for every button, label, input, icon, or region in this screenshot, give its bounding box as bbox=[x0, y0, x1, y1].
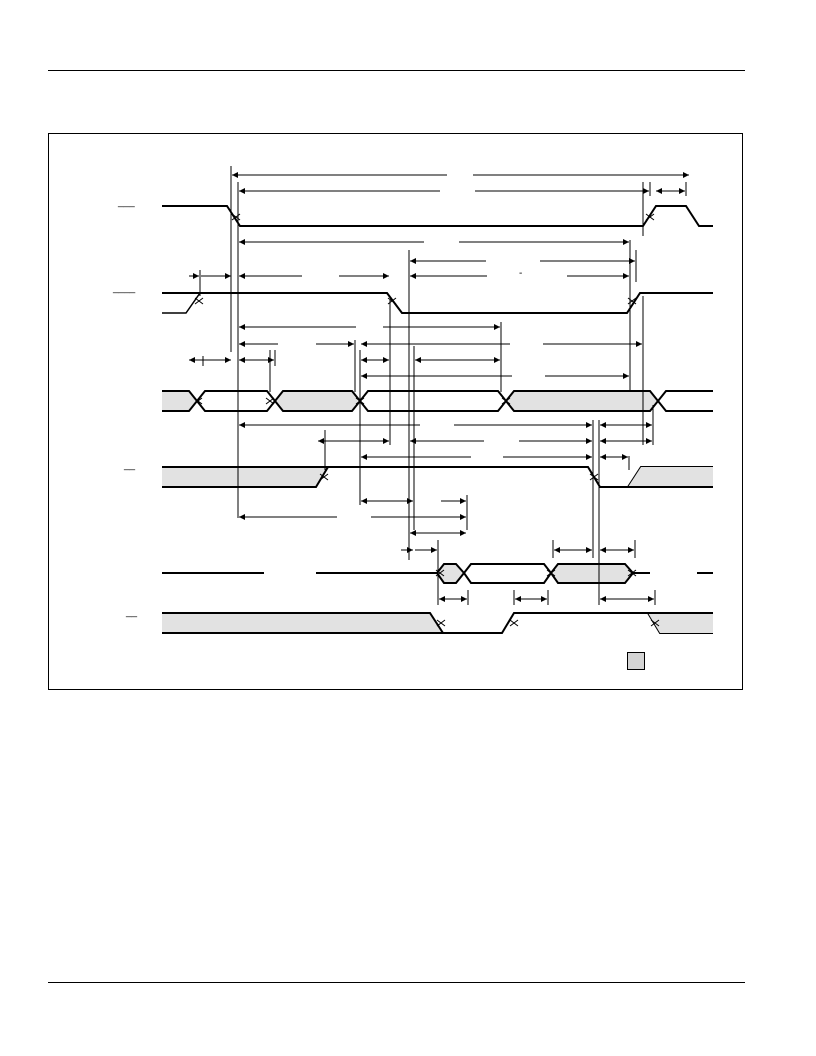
figure-frame bbox=[48, 133, 743, 690]
footer-rule bbox=[48, 982, 745, 983]
signal-6-waveform bbox=[162, 612, 713, 634]
legend-swatch bbox=[627, 652, 645, 670]
signal-3-waveform bbox=[162, 390, 713, 412]
measurement-ticks bbox=[193, 213, 660, 627]
timing-arrows bbox=[189, 172, 689, 602]
signal-4-waveform bbox=[162, 466, 713, 488]
header-rule bbox=[48, 70, 745, 71]
signal-label-4: __ bbox=[124, 460, 136, 471]
signal-1-waveform bbox=[162, 205, 713, 227]
signal-label-2: ____ bbox=[113, 283, 136, 294]
signal-label-6: __ bbox=[126, 607, 138, 618]
reference-lines bbox=[199, 166, 687, 605]
dash-annotation: - bbox=[519, 268, 523, 279]
signal-label-1: ___ bbox=[118, 197, 135, 208]
